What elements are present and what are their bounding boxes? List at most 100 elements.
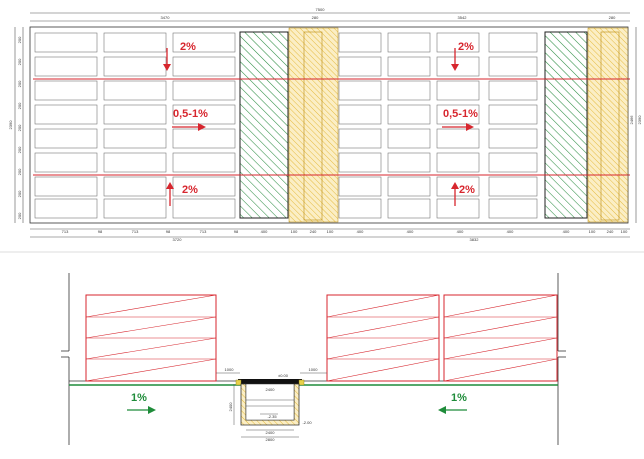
parking-cell [488,128,538,149]
slope-mid-left: 0,5-1% [172,108,208,131]
parking-cell [172,56,236,77]
section-view: 1000 1000 ±0.00 2400 -2.35 -2.00 2400 24… [61,273,566,445]
parking-cell [488,80,538,101]
bottom-total-left: 3720 [173,237,183,242]
parking-cell [488,152,538,173]
slope-top-right: 2% [451,41,474,71]
slope-top-left: 2% [163,41,196,71]
slope-label: 2% [180,41,196,53]
parking-cell [436,198,480,219]
parking-cell [338,56,382,77]
left-rail-label: 200 [17,58,22,65]
bottom-dim-label: 400 [357,229,364,234]
parking-cell [387,80,431,101]
dim-right-label: 1000 [309,367,319,372]
bottom-dim-label: 100 [291,229,298,234]
slope-label: 2% [458,41,474,53]
parking-cell [103,104,167,125]
slope-mid-right: 0,5-1% [442,108,478,131]
parking-cell [103,176,167,197]
left-rail-label: 200 [17,190,22,197]
left-rail-label: 200 [17,102,22,109]
arrow-down-icon [163,64,171,71]
drain-channel [235,379,305,426]
bottom-dim-label: 98 [98,229,103,234]
dim-base-outer-label: 2800 [266,437,276,442]
parking-cell [436,152,480,173]
yellow-hatched-zone-right [587,27,629,223]
bottom-dim-label: 100 [621,229,628,234]
parking-cell [34,56,98,77]
bottom-dim-label: 98 [234,229,239,234]
arrow-left-icon [438,406,446,414]
arrow-up-icon [451,182,459,189]
yellow-hatched-zone-left [288,27,339,223]
parking-cell [436,104,480,125]
parking-cell [387,176,431,197]
parking-cell [34,128,98,149]
bottom-dim-label: 240 [607,229,614,234]
parking-cell [172,80,236,101]
parking-cell [172,152,236,173]
height-left-label: 2390 [8,120,13,130]
bottom-dim-label: 400 [407,229,414,234]
parking-cell [338,198,382,219]
parking-cell [103,198,167,219]
parking-cell [172,32,236,53]
parking-cell [338,128,382,149]
parking-cell [172,128,236,149]
slope-label: 0,5-1% [173,108,208,120]
drain-grate [238,379,302,384]
parking-cell [488,56,538,77]
bottom-dim-label: 98 [166,229,171,234]
parking-cell [436,32,480,53]
left-rail-label: 200 [17,124,22,131]
slope-bottom-left: 2% [166,182,198,206]
plan-view: 7500 3470 280 3542 280 2% 0,5-1% [8,7,642,242]
parking-cell [387,56,431,77]
parking-cell [387,152,431,173]
parking-cell [436,80,480,101]
arrow-down-icon [451,64,459,71]
parking-cell [34,176,98,197]
bottom-dim-label: 400 [507,229,514,234]
parking-cell [488,198,538,219]
parking-cell [338,104,382,125]
parking-cell [488,176,538,197]
bottom-dim-label: 100 [589,229,596,234]
height-right-a-label: 2466 [629,115,634,125]
parking-cell [103,152,167,173]
bottom-dim-label: 100 [327,229,334,234]
yellow-inner-strip-right [600,31,620,221]
parking-cell [103,80,167,101]
segment-dim-4: 280 [609,15,616,20]
level-top-label: ±0.00 [278,373,289,378]
vehicle-block-right [443,294,558,382]
vehicle-block-middle [326,294,440,382]
level-side-label: -2.00 [302,420,312,425]
bottom-dim-label: 713 [132,229,139,234]
left-rail-label: 200 [17,168,22,175]
arrow-right-icon [198,123,206,131]
parking-cell [338,32,382,53]
arrow-up-icon [166,182,174,189]
bottom-dim-label: 240 [310,229,317,234]
bottom-dim-label: 400 [261,229,268,234]
grate-support-right [298,379,305,386]
slope-label: 1% [451,392,467,404]
dim-height-label: 2400 [228,402,233,412]
left-rail-label: 200 [17,36,22,43]
green-hatched-zone-left [239,31,289,219]
slope-label: 2% [459,184,475,196]
parking-cell [488,32,538,53]
parking-cell [172,198,236,219]
slope-label: 1% [131,392,147,404]
parking-cell [34,80,98,101]
dim-base-inner-label: 2400 [266,430,276,435]
parking-cell [103,32,167,53]
slope-label: 2% [182,184,198,196]
parking-cell [34,32,98,53]
